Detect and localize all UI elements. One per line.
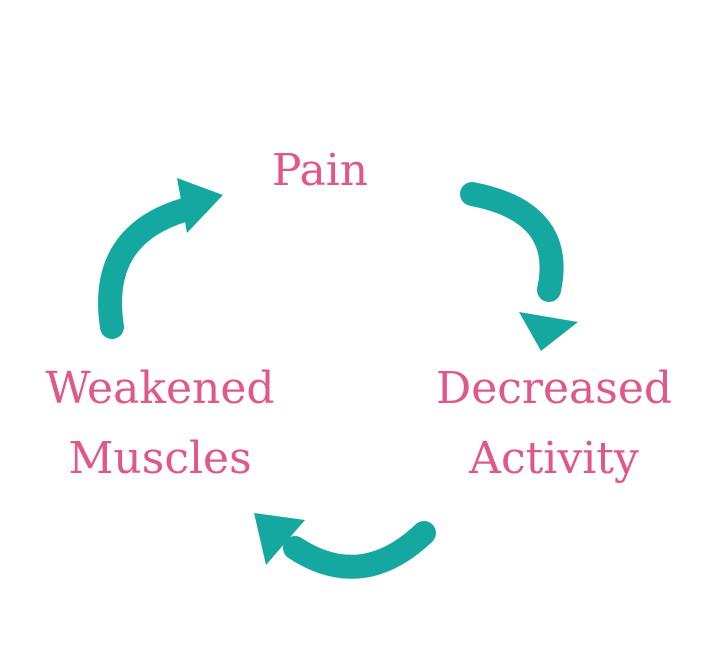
arrow-shaft <box>460 182 564 302</box>
node-pain: Pain <box>220 136 420 206</box>
node-decreased-activity: Decreased Activity <box>414 354 694 494</box>
node-label: Activity <box>469 433 639 484</box>
node-label: Weakened <box>45 363 275 414</box>
arrow-head <box>177 178 223 233</box>
arrow-head <box>519 312 578 351</box>
node-label: Pain <box>271 145 369 196</box>
arrow-decreased-activity-to-weakened-muscles <box>254 513 436 579</box>
arrow-shaft <box>98 198 196 339</box>
arrow-head <box>254 513 305 565</box>
arrow-shaft <box>283 521 436 579</box>
node-label: Muscles <box>68 433 252 484</box>
node-label: Decreased <box>435 363 673 414</box>
node-weakened-muscles: Weakened Muscles <box>20 354 300 494</box>
arrow-pain-to-decreased-activity <box>460 182 578 351</box>
arrow-weakened-muscles-to-pain <box>98 178 223 339</box>
